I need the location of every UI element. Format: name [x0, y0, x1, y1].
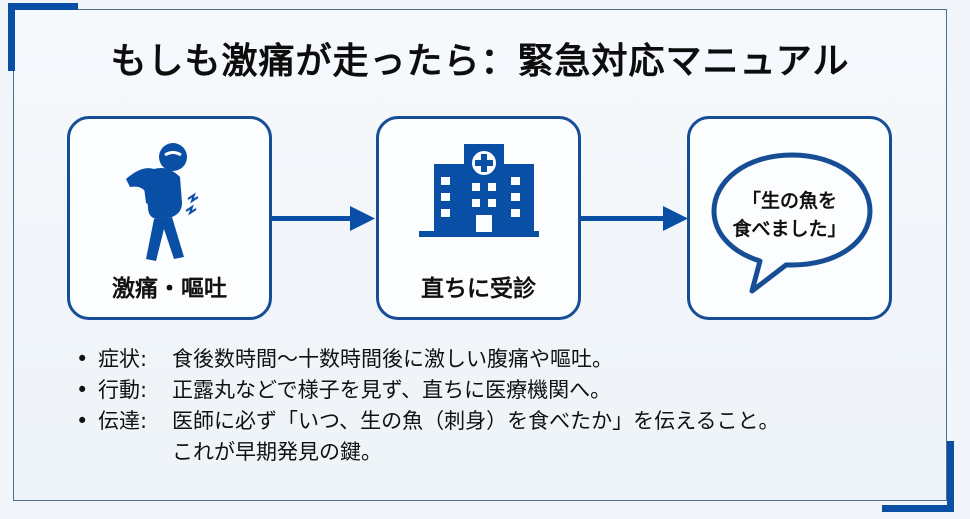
step-label: 直ちに受診: [421, 276, 536, 302]
flow-step-tell-doctor: 「生の魚を 食べました」: [687, 116, 892, 320]
list-item-communicate: • 伝達: 医師に必ず「いつ、生の魚（刺身）を食べたか」を伝えること。: [76, 406, 780, 437]
page-title: もしも激痛が走ったら：緊急対応マニュアル: [110, 41, 850, 82]
bubble-line: 食べました」: [732, 218, 847, 240]
list-item-action: • 行動: 正露丸などで様子を見ず、直ちに医療機関へ。: [76, 375, 780, 406]
instructions-list: • 症状: 食後数時間〜十数時間後に激しい腹痛や嘔吐。 • 行動: 正露丸などで…: [76, 344, 780, 468]
bullet-key: 症状:: [98, 347, 148, 371]
speech-bubble-icon: [711, 152, 873, 294]
flow-step-symptom: 激痛・嘔吐: [67, 116, 272, 320]
bullet-icon: •: [76, 378, 89, 402]
corner-accent-bottom-right-vertical: [947, 441, 954, 512]
bullet-continuation: これが早期発見の鍵。: [172, 440, 382, 464]
person-stomach-pain-icon: [70, 139, 269, 268]
bullet-text: 食後数時間〜十数時間後に激しい腹痛や嘔吐。: [172, 347, 613, 371]
arrow-right-icon: [272, 206, 375, 231]
bullet-text: 正露丸などで様子を見ず、直ちに医療機関へ。: [172, 378, 612, 402]
bubble-line: 「生の魚を: [741, 190, 837, 212]
list-item-symptom: • 症状: 食後数時間〜十数時間後に激しい腹痛や嘔吐。: [76, 344, 780, 375]
bullet-key: 行動:: [98, 378, 148, 402]
flow-step-hospital: 直ちに受診: [376, 116, 581, 320]
corner-accent-top-left: [8, 3, 78, 10]
corner-accent-top-left-vertical: [8, 3, 15, 71]
bullet-text: 医師に必ず「いつ、生の魚（刺身）を食べたか」を伝えること。: [172, 409, 780, 433]
bullet-key: 伝達:: [98, 409, 148, 433]
bullet-icon: •: [76, 347, 89, 371]
corner-accent-bottom-right: [882, 505, 954, 512]
hospital-icon: [379, 139, 578, 243]
bullet-icon: •: [76, 409, 89, 433]
step-label: 激痛・嘔吐: [112, 276, 227, 302]
arrow-right-icon: [581, 206, 688, 231]
speech-bubble-text: 「生の魚を 食べました」: [690, 187, 889, 243]
